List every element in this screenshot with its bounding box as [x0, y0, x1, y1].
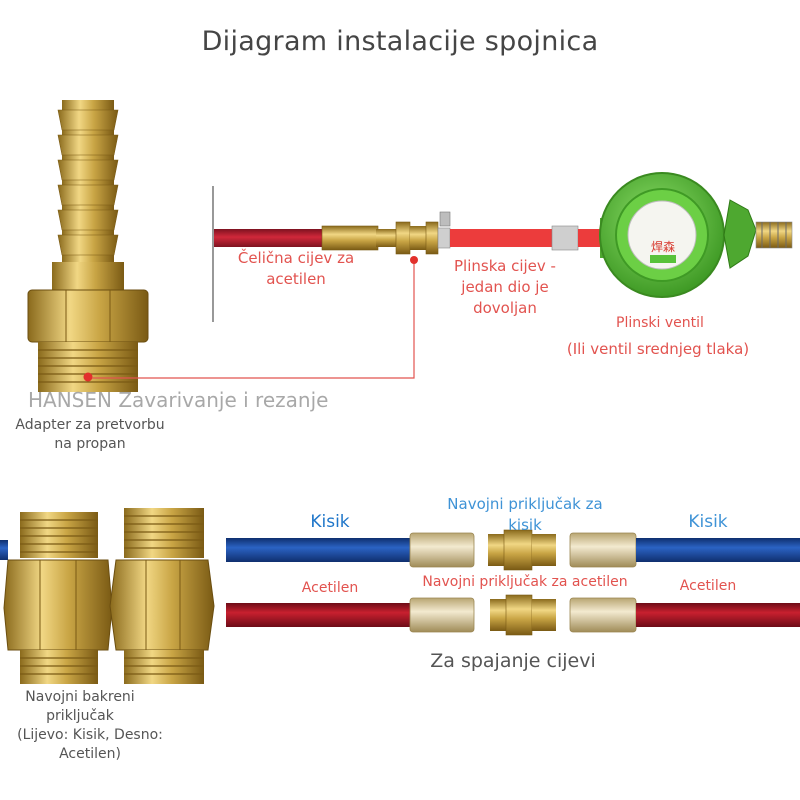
oxygen-hose-joint: [226, 529, 800, 571]
steel-pipe-label: Čelična cijev za acetilen: [237, 249, 355, 288]
regulator-brand-label: 焊森: [650, 240, 675, 254]
leader-line: [92, 262, 415, 379]
acetylene-connector-label: Navojni priključak za acetilen: [422, 574, 628, 590]
diagram-title: Dijagram instalacije spojnica: [201, 26, 599, 57]
oxygen-left-label: Kisik: [310, 512, 350, 532]
adapter-label: Adapter za pretvorbu na propan: [15, 417, 165, 452]
joining-label: Za spajanje cijevi: [430, 650, 596, 672]
gas-valve-label: Plinski ventil: [616, 315, 704, 331]
oxygen-right-label: Kisik: [688, 512, 728, 532]
steel-pipe-assembly: [214, 211, 606, 255]
copper-connector-label: Navojni bakreni priključak: [25, 689, 135, 724]
watermark-text: HANSEN Zavarivanje i rezanje: [28, 388, 329, 412]
leader-dot: [410, 256, 418, 264]
copper-connector-right: [109, 508, 215, 684]
gas-hose-label: Plinska cijev - jedan dio je dovoljan: [454, 257, 556, 317]
copper-connector-left: [3, 512, 113, 684]
oxygen-connector-label: Navojni priključak za kisik: [447, 495, 603, 534]
gas-regulator: [599, 172, 793, 298]
propan-adapter: [27, 100, 149, 392]
acetylene-right-label: Acetilen: [679, 578, 737, 594]
acetylene-hose-joint: [226, 594, 800, 636]
copper-connector-note: (Lijevo: Kisik, Desno: Acetilen): [17, 727, 163, 762]
acetylene-left-label: Acetilen: [301, 580, 359, 596]
valve-note-label: (Ili ventil srednjeg tlaka): [566, 340, 750, 358]
